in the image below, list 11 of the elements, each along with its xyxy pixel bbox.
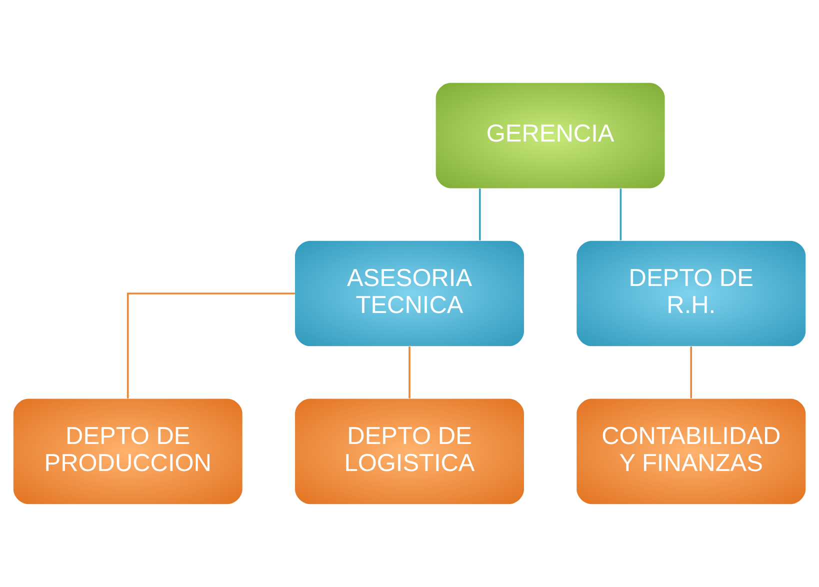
node-box: ASESORIA TECNICA xyxy=(295,240,524,346)
connector xyxy=(408,346,410,398)
node-box: GERENCIA xyxy=(436,82,665,188)
node-box: DEPTO DE PRODUCCION xyxy=(13,398,242,504)
node-box: DEPTO DE R.H. xyxy=(576,240,806,346)
node-box: DEPTO DE LOGISTICA xyxy=(295,398,524,504)
connector xyxy=(126,292,295,398)
connector xyxy=(690,346,692,398)
connector xyxy=(620,188,622,240)
node-box: CONTABILIDAD Y FINANZAS xyxy=(576,398,806,504)
connector xyxy=(478,188,481,240)
